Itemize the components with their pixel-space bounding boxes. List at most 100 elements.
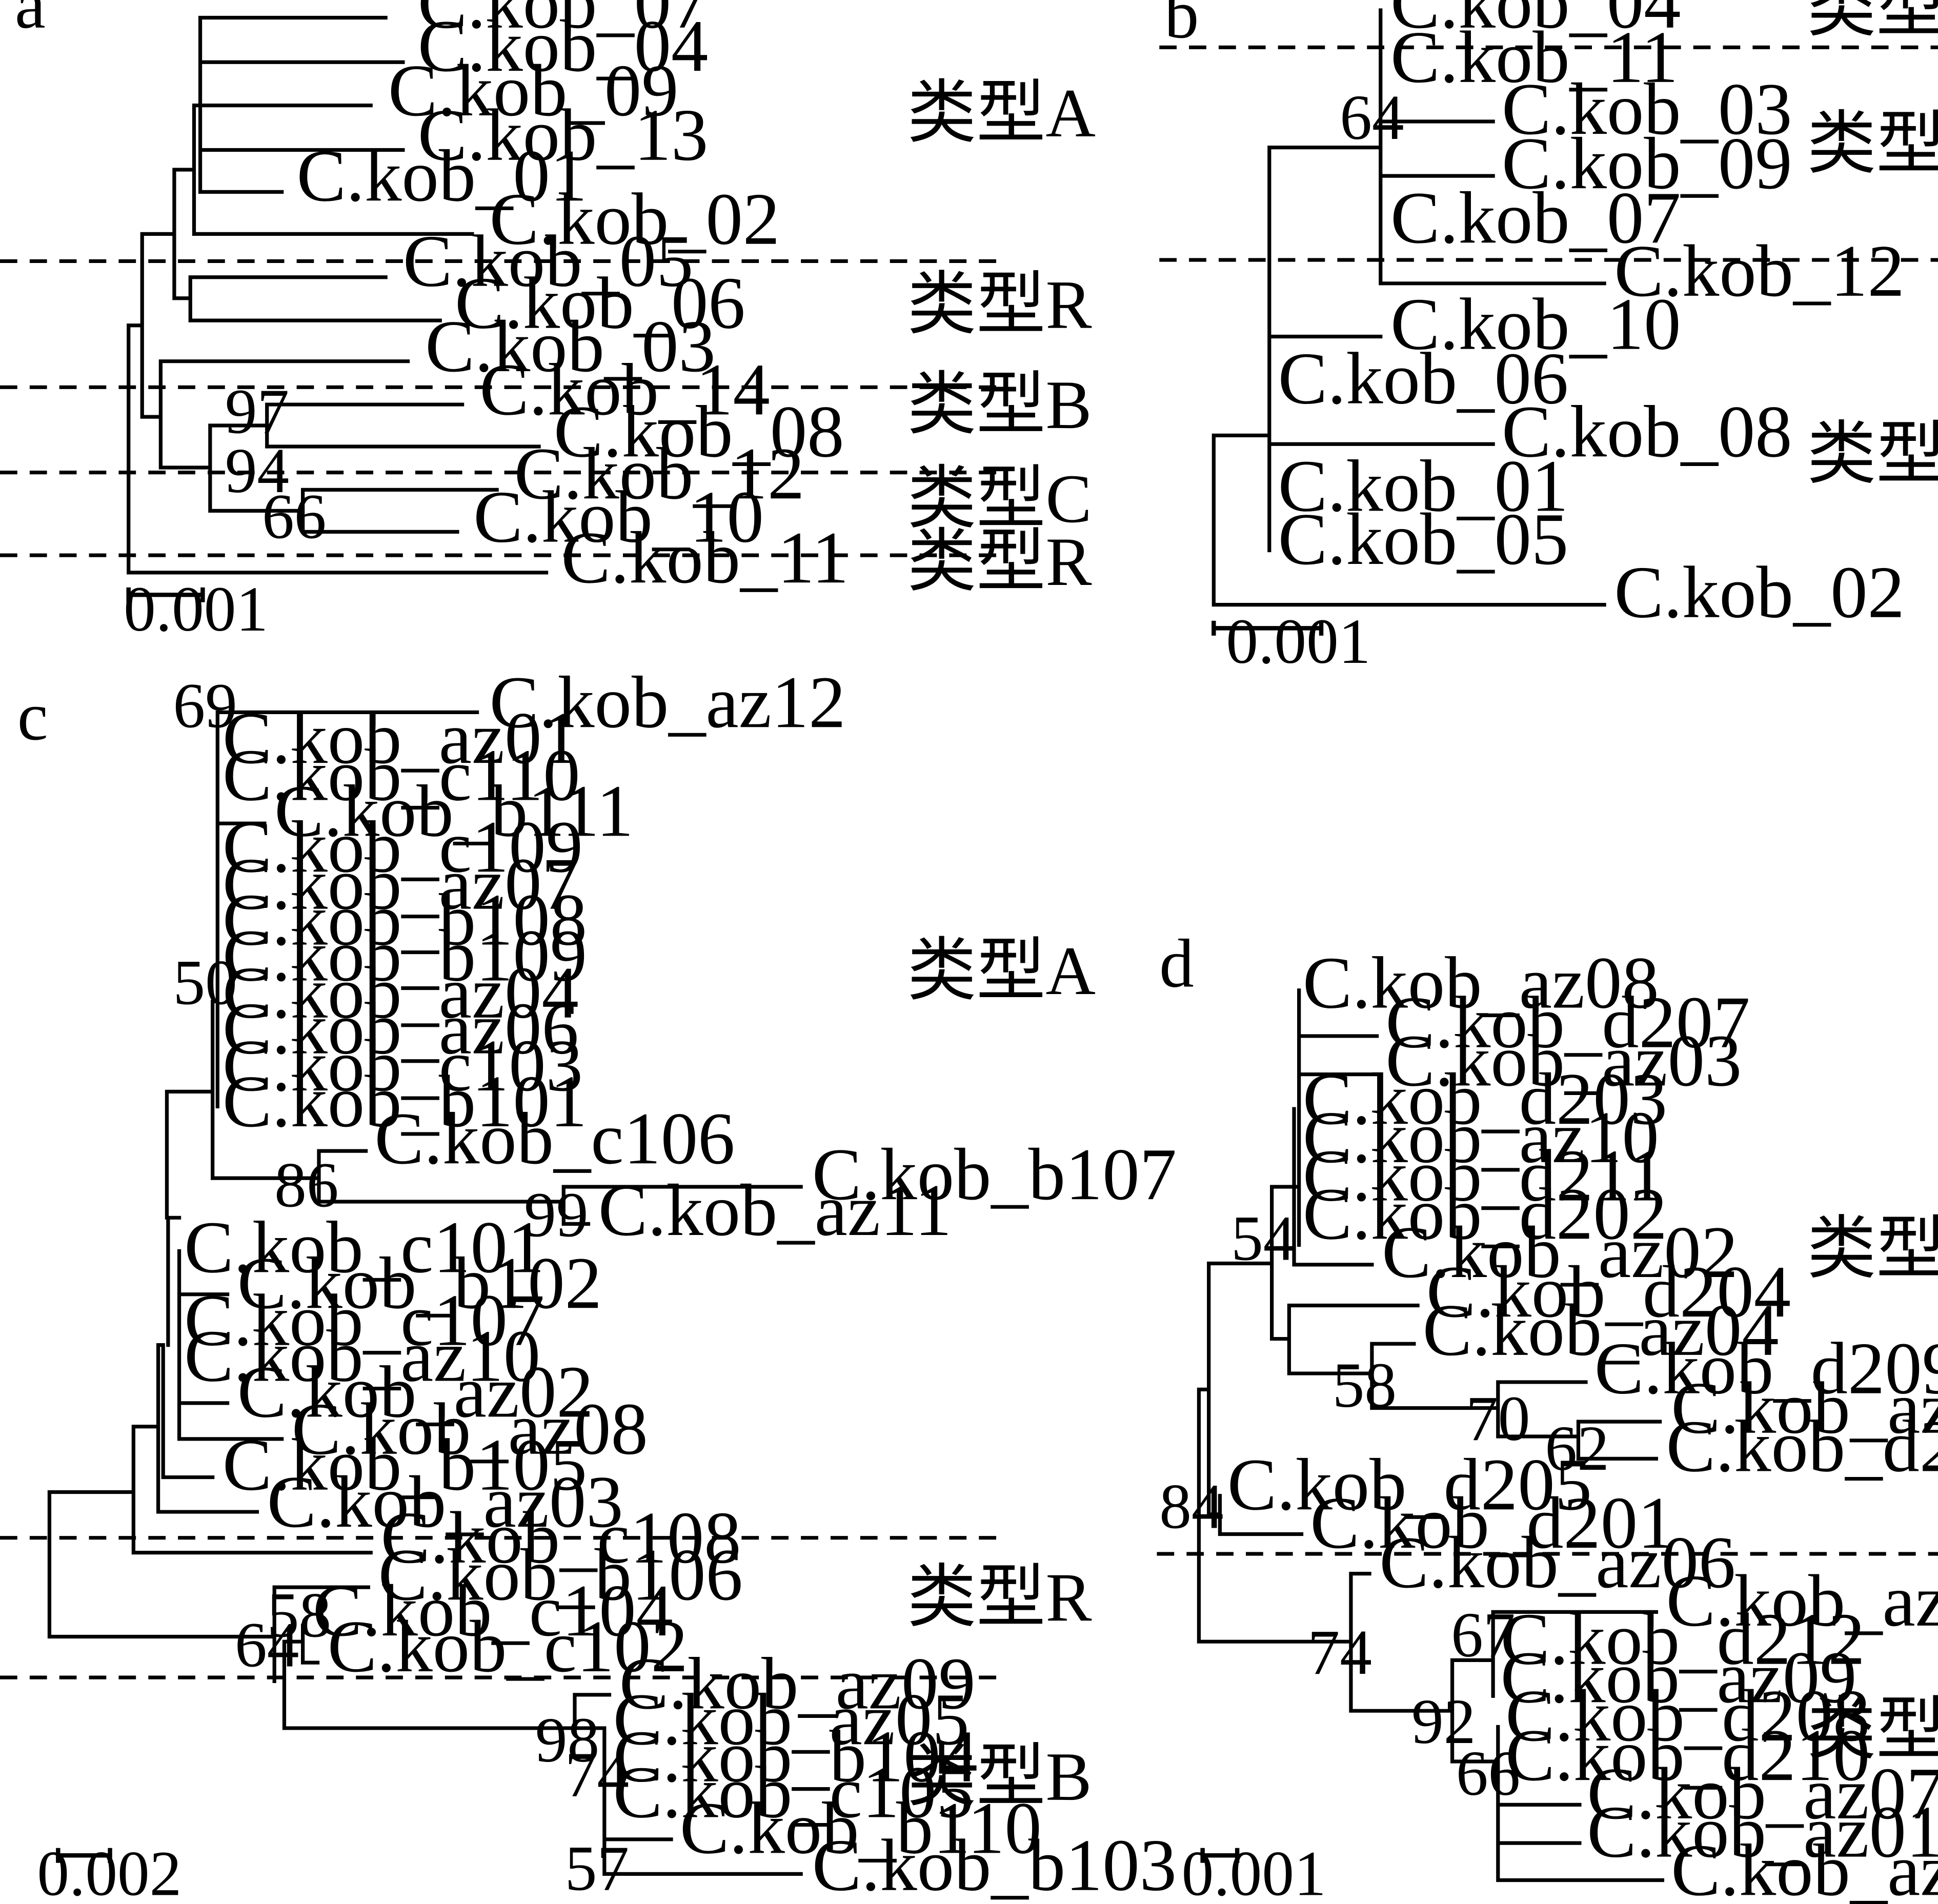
leaf-label: C.kob_d206: [1666, 1406, 1938, 1488]
leaf-label: C.kob_c102: [328, 1606, 688, 1688]
leaf-label: C.kob_az01: [1587, 1791, 1938, 1873]
support-value: 92: [1411, 1686, 1476, 1757]
tree-branches: [127, 15, 549, 575]
support-value: 86: [274, 1150, 338, 1221]
scale-label: 0.001: [124, 574, 268, 645]
panel-c: c C.kob_az12 C.kob_az01 C.kob_c110 C.kob…: [0, 661, 1177, 1904]
group-dividers: [1159, 45, 1938, 262]
leaf-label: C.kob_az11: [598, 1169, 952, 1251]
leaf-label: C.kob_11: [1390, 16, 1678, 98]
support-value: 66: [1456, 1738, 1520, 1809]
scale-bar: 0.001: [124, 574, 268, 645]
leaf-label: C.kob_c101: [184, 1206, 544, 1288]
group-labels: 类型B 类型A: [1807, 1211, 1938, 1768]
panel-letter: d: [1159, 926, 1194, 1002]
leaf-label: C.kob_d203: [1303, 1058, 1667, 1140]
support-values: 64: [1340, 82, 1404, 153]
support-value: 74: [565, 1739, 629, 1811]
scale-bar: 0.002: [37, 1838, 181, 1904]
leaf-label: C.kob_az03: [267, 1461, 623, 1543]
leaf-label: C.kob_b107: [812, 1133, 1177, 1216]
support-value: 62: [1545, 1413, 1609, 1484]
leaf-label: C.kob_b110: [680, 1787, 1042, 1869]
leaf-label: C.kob_c103: [223, 1025, 583, 1107]
group-label: 类型B: [1807, 1211, 1938, 1287]
leaf-label: C.kob_d204: [1426, 1251, 1791, 1333]
leaf-label: C.kob_07: [418, 0, 709, 44]
leaf-label: C.kob_01: [297, 135, 588, 217]
panel-letter: c: [17, 678, 48, 755]
leaf-label: C.kob_b109: [223, 915, 587, 997]
tree-branches: [1197, 988, 1665, 1882]
group-label: 类型R: [1807, 0, 1938, 46]
support-value: 57: [565, 1833, 629, 1904]
support-values: 97 94 66: [225, 376, 327, 553]
leaf-label: C.kob_d201: [1310, 1482, 1674, 1564]
panel-b: b C.kob_04 C.kob_11 C.kob_03 C.kob_09 C.…: [1159, 0, 1938, 677]
leaf-label: C.kob_d202: [1303, 1173, 1667, 1255]
leaf-label: C.kob_09: [388, 50, 679, 132]
leaf-label: C.kob_az12: [1671, 1829, 1938, 1904]
leaf-label: C.kob_az07: [1587, 1753, 1938, 1835]
scale-label: 0.001: [1226, 606, 1370, 677]
support-value: 99: [524, 1179, 588, 1250]
group-label: 类型R: [907, 267, 1092, 343]
scale-label: 0.001: [1182, 1838, 1326, 1904]
leaf-label: C.kob_d209: [1594, 1328, 1938, 1410]
leaf-label: C.kob_13: [418, 94, 709, 176]
leaf-label: C.kob_04: [1390, 0, 1681, 44]
support-values: 54 58 70 62 84 74 67 92 66: [1159, 1203, 1609, 1809]
leaf-label: C.kob_d205: [1227, 1444, 1592, 1526]
leaf-label: C.kob_b101: [223, 1061, 587, 1143]
leaf-label: C.kob_d207: [1385, 982, 1750, 1064]
support-value: 64: [1340, 82, 1404, 153]
leaf-label: C.kob_05: [1278, 498, 1569, 580]
leaf-label: C.kob_b108: [223, 879, 587, 961]
group-labels: 类型R 类型B 类型A: [1807, 0, 1938, 493]
support-value: 98: [535, 1705, 599, 1776]
support-value: 50: [173, 947, 237, 1018]
leaf-label: C.kob_az06: [1379, 1522, 1735, 1604]
support-value: 67: [1451, 1599, 1515, 1671]
group-label: 类型R: [907, 1559, 1092, 1636]
scale-label: 0.002: [37, 1838, 181, 1904]
leaf-label: C.kob_az03: [1385, 1020, 1742, 1102]
panel-letter: b: [1164, 0, 1199, 53]
leaf-label: C.kob_b102: [237, 1242, 602, 1324]
leaf-label: C.kob_az09: [1501, 1636, 1857, 1718]
leaf-label: C.kob_09: [1502, 123, 1792, 205]
leaf-label: C.kob_c109: [223, 806, 583, 888]
support-values: 69 50 86 99 58 64 98 74 57: [173, 670, 630, 1904]
leaf-label: C.kob_06: [455, 262, 745, 345]
leaf-labels: C.kob_07 C.kob_04 C.kob_09 C.kob_13 C.ko…: [297, 0, 849, 599]
leaf-label: C.kob_c110: [223, 734, 580, 816]
group-labels: 类型A 类型R 类型B: [907, 933, 1096, 1815]
support-value: 54: [1231, 1203, 1295, 1274]
leaf-label: C.kob_az12: [490, 661, 846, 743]
leaf-label: C.kob_02: [490, 178, 780, 260]
group-label: 类型A: [1807, 1692, 1938, 1768]
group-label: 类型R: [907, 524, 1092, 600]
leaf-label: C.kob_03: [425, 306, 715, 388]
support-value: 74: [1308, 1617, 1372, 1688]
leaf-label: C.kob_03: [1502, 68, 1792, 150]
group-label: 类型B: [907, 1739, 1092, 1815]
support-value: 69: [173, 670, 237, 741]
leaf-label: C.kob_10: [1390, 283, 1681, 366]
leaf-label: C.kob_07: [1390, 177, 1681, 259]
leaf-label: C.kob_az08: [292, 1388, 648, 1470]
tree-branches: [1212, 8, 1606, 607]
leaf-label: C.kob_08: [1502, 391, 1792, 473]
group-label: 类型A: [907, 933, 1096, 1009]
support-value: 84: [1159, 1471, 1223, 1542]
leaf-labels: C.kob_az12 C.kob_az01 C.kob_c110 C.kob_b…: [184, 661, 1177, 1904]
leaf-label: C.kob_d211: [1303, 1135, 1665, 1217]
support-value: 58: [267, 1580, 331, 1651]
group-label: 类型A: [1807, 416, 1938, 493]
leaf-label: C.kob_11: [561, 517, 849, 599]
leaf-label: C.kob_az04: [1423, 1289, 1779, 1371]
leaf-label: C.kob_d210: [1505, 1714, 1870, 1796]
panel-letter: a: [15, 0, 46, 43]
support-value: 66: [262, 481, 326, 552]
leaf-label: C.kob_b105: [223, 1424, 587, 1506]
